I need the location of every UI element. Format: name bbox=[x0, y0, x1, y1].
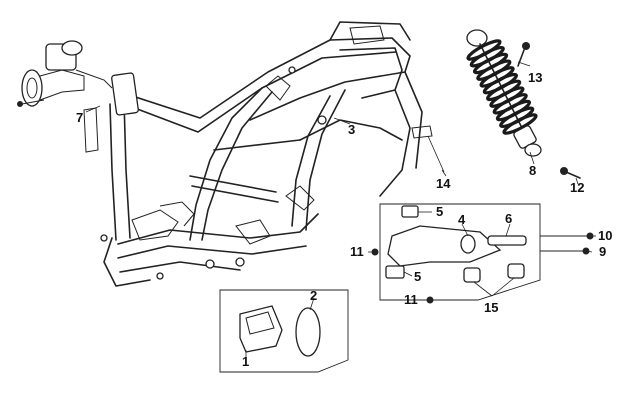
engine-hanger-inset bbox=[371, 203, 594, 304]
callout-13: 13 bbox=[528, 70, 542, 85]
leader-lines bbox=[85, 61, 596, 362]
shock-spring bbox=[466, 39, 538, 135]
callout-14: 14 bbox=[436, 176, 451, 191]
callout-15: 15 bbox=[484, 300, 498, 315]
horn-assembly bbox=[17, 40, 113, 153]
spring-coil bbox=[502, 113, 538, 135]
callout-9: 9 bbox=[599, 244, 606, 259]
main-frame bbox=[100, 21, 423, 287]
callout-2: 2 bbox=[310, 288, 317, 303]
clip-14 bbox=[411, 125, 445, 173]
callout-5-upper: 5 bbox=[436, 204, 443, 219]
reflector-inset bbox=[219, 289, 349, 373]
callout-4: 4 bbox=[458, 212, 466, 227]
bolt-12 bbox=[560, 167, 581, 179]
callout-8: 8 bbox=[529, 163, 536, 178]
callout-10: 10 bbox=[598, 228, 612, 243]
callout-3: 3 bbox=[348, 122, 355, 137]
bolt-13 bbox=[517, 42, 530, 67]
callout-7: 7 bbox=[76, 110, 83, 125]
callout-6: 6 bbox=[505, 211, 512, 226]
callout-1: 1 bbox=[242, 354, 249, 369]
callout-11-upper: 11 bbox=[350, 244, 364, 259]
callout-11-lower: 11 bbox=[404, 292, 418, 307]
rear-shock-absorber bbox=[466, 29, 542, 157]
callout-5-lower: 5 bbox=[414, 269, 421, 284]
callout-labels: 1 2 3 4 5 5 6 7 8 9 10 11 11 12 13 14 15 bbox=[76, 70, 612, 369]
callout-12: 12 bbox=[570, 180, 584, 195]
